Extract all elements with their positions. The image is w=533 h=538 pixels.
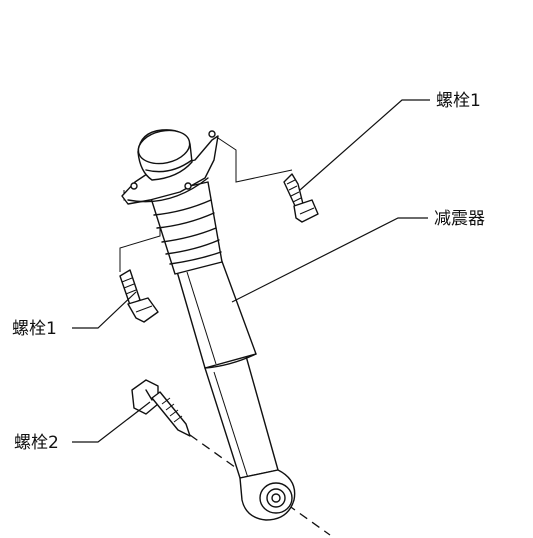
dust-boot xyxy=(149,181,223,275)
lower-eye-bushing xyxy=(239,469,296,521)
upper-tube xyxy=(175,255,257,369)
leader-bolt2 xyxy=(72,401,151,443)
leader-lines xyxy=(72,99,430,443)
label-bolt2: 螺栓2 xyxy=(14,433,59,453)
lower-tube xyxy=(204,355,279,479)
axis-line xyxy=(189,434,331,536)
leader-bolt1-top xyxy=(299,99,430,191)
bolt2 xyxy=(131,379,191,437)
leader-bolt1-left xyxy=(72,291,137,329)
leader-shock-absorber xyxy=(231,217,428,303)
top-cap xyxy=(137,129,193,181)
label-shock-absorber: 减震器 xyxy=(434,209,485,229)
bolt1-left xyxy=(119,269,159,323)
label-bolt1-top: 螺栓1 xyxy=(436,91,481,111)
bolt1-top xyxy=(283,173,319,223)
label-bolt1-left: 螺栓1 xyxy=(12,319,57,339)
